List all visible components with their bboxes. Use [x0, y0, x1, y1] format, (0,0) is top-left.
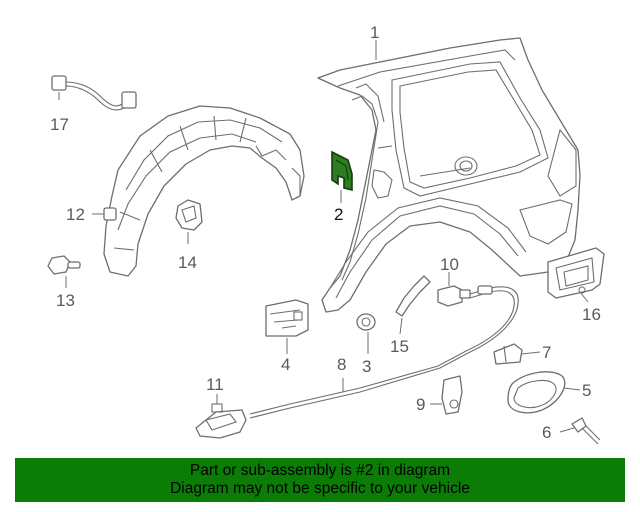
callout-16: 16 — [582, 305, 601, 324]
callout-10: 10 — [440, 255, 459, 274]
highlighted-part-2[interactable] — [331, 150, 353, 192]
callout-2: 2 — [334, 205, 343, 224]
release-handle-part-11[interactable] — [195, 403, 247, 439]
callout-17: 17 — [50, 115, 69, 134]
callout-13: 13 — [56, 291, 75, 310]
quarter-panel-part-1[interactable] — [317, 37, 581, 313]
grommet-part-3[interactable] — [356, 313, 376, 331]
cap-part-14[interactable] — [175, 199, 203, 231]
push-clip-part-13[interactable] — [47, 255, 81, 275]
callout-14: 14 — [178, 253, 197, 272]
actuator-part-10[interactable] — [437, 285, 471, 307]
parts-diagram: 1 2 17 12 13 14 — [47, 23, 605, 445]
callout-4: 4 — [281, 355, 290, 374]
callout-3: 3 — [362, 357, 371, 376]
bracket-part-4[interactable] — [265, 299, 309, 337]
clip-part-12[interactable] — [103, 207, 117, 221]
callout-12: 12 — [66, 205, 85, 224]
wire-harness-part-17[interactable] — [51, 75, 137, 111]
callout-9: 9 — [416, 395, 425, 414]
banner-line-2: Diagram may not be specific to your vehi… — [170, 480, 470, 497]
callout-11: 11 — [206, 375, 224, 394]
clip-part-7[interactable] — [493, 343, 523, 365]
seal-part-15[interactable] — [395, 275, 431, 317]
fuel-housing-part-16[interactable] — [547, 247, 605, 299]
callout-7: 7 — [542, 343, 551, 362]
cable-part-8[interactable] — [249, 285, 519, 419]
callout-1: 1 — [370, 23, 379, 42]
fuel-door-part-5[interactable] — [507, 371, 566, 414]
callout-6: 6 — [542, 423, 551, 442]
callout-15: 15 — [390, 337, 409, 356]
fender-liner[interactable] — [103, 105, 305, 277]
callout-8: 8 — [337, 355, 346, 374]
callout-5: 5 — [582, 381, 591, 400]
screw-part-6[interactable] — [571, 417, 601, 445]
info-banner: Part or sub-assembly is #2 in diagram Di… — [15, 458, 625, 502]
banner-line-1: Part or sub-assembly is #2 in diagram — [189, 462, 451, 479]
bracket-part-9[interactable] — [441, 375, 463, 415]
